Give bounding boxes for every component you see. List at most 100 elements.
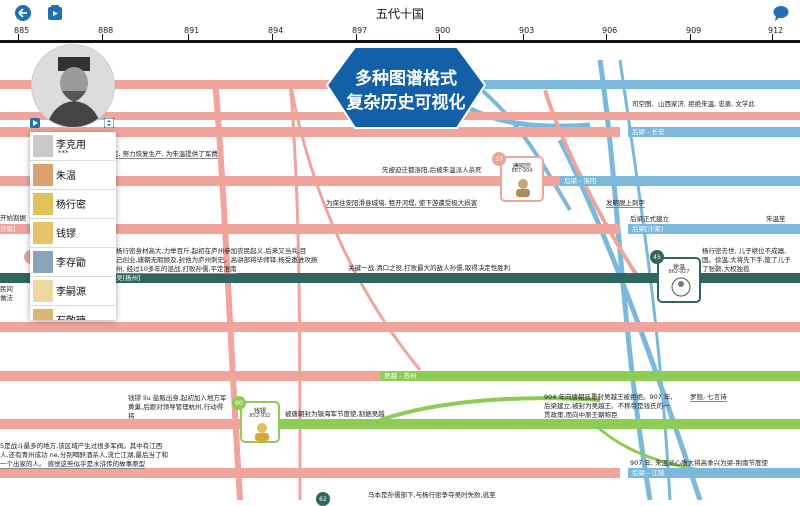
promo-line-2: 复杂历史可视化 bbox=[346, 93, 466, 113]
event-text[interactable]: 被唐朝封为镇海军节度使,割据吴越 bbox=[285, 410, 385, 418]
band-later-liang-luoyang[interactable]: 后梁 - 洛阳 bbox=[560, 176, 800, 186]
year-label: 897 bbox=[352, 26, 368, 35]
event-count-badge[interactable]: 60 bbox=[232, 396, 246, 410]
event-text[interactable]: 907 年, 朱温派心腹大将高季兴为梁-荆南节度使 bbox=[630, 459, 768, 467]
band-row-8[interactable] bbox=[0, 371, 380, 381]
band-row-9[interactable] bbox=[0, 419, 240, 429]
selected-person-avatar[interactable] bbox=[31, 44, 115, 128]
year-ruler[interactable]: 885 888 891 894 897 900 903 906 909 912 bbox=[0, 26, 800, 44]
map-app-icon[interactable] bbox=[46, 4, 64, 22]
person-list-item[interactable]: 杨行密 bbox=[30, 190, 116, 219]
event-count-badge[interactable]: 37 bbox=[492, 152, 506, 166]
axis-tick bbox=[18, 34, 19, 42]
person-thumbnail bbox=[33, 222, 53, 244]
person-thumbnail bbox=[33, 251, 53, 273]
event-text[interactable]: 为保住安阳滑县城墙, 租开河堤, 使下游遭受极大损害 bbox=[326, 199, 478, 209]
band-later-liang-changan[interactable]: 后梁 - 长安 bbox=[628, 127, 800, 137]
event-text[interactable]: 关键一战,清口之役,打败最大的敌人孙儒,取得决定性胜利 bbox=[348, 264, 511, 272]
event-text[interactable]: 发明脱上刺字 bbox=[606, 199, 645, 209]
axis-tick bbox=[356, 34, 357, 42]
speech-bubble-icon[interactable] bbox=[772, 4, 790, 22]
person-list-item[interactable]: 李存勖 bbox=[30, 248, 116, 277]
band-row-7[interactable] bbox=[0, 322, 800, 332]
person-list-name: 杨行密 bbox=[56, 200, 86, 211]
back-arrow-icon[interactable] bbox=[14, 4, 32, 22]
event-text[interactable]: 己创业,唐朝无暇顾及,封他为庐州刺史。高骈部将毕师铎,杨受邀进攻扬 bbox=[116, 256, 318, 264]
person-card-tang-zhaozong[interactable]: 唐昭宗 867-904 bbox=[500, 156, 544, 202]
event-text[interactable]: 贯政策,而向中原王朝称臣 bbox=[544, 411, 618, 419]
person-list-item[interactable]: 朱温 bbox=[30, 161, 116, 190]
band-label: 汴梁] bbox=[0, 225, 16, 233]
person-list-item[interactable]: 李克用 *** bbox=[30, 132, 116, 161]
band-label: 吴越 - 苏州 bbox=[384, 372, 417, 380]
band-wu-yue-suzhou[interactable]: 吴越 - 苏州 bbox=[380, 371, 800, 381]
event-text[interactable]: 马本是孙儒部下,与杨行密争夺吴时失败,逃至 bbox=[368, 491, 496, 499]
band-row-4[interactable] bbox=[0, 176, 560, 186]
event-text[interactable]: 司空图、山西家济, 拒绝朱温, 忠勇, 文学此 bbox=[632, 100, 755, 108]
year-label: 891 bbox=[184, 26, 200, 35]
band-later-liang-jiangling[interactable]: 后梁 - 江陵 bbox=[628, 468, 800, 478]
event-text[interactable]: 5是战斗最多的地方,该区域产生过很多军阀。其中有江西 bbox=[0, 442, 163, 450]
event-text[interactable]: 钱镠 liu 盐贩出身,起初加入地方军 bbox=[128, 394, 227, 402]
sort-icon[interactable] bbox=[104, 118, 114, 128]
band-wu-yue-2[interactable] bbox=[240, 419, 800, 429]
top-bar: 五代十国 bbox=[0, 0, 800, 26]
person-years: 852-932 bbox=[249, 413, 271, 419]
event-text[interactable]: 杨行密身材高大,力举百斤,起初在庐州参加农民起义,后来又当兵,目 bbox=[116, 247, 307, 255]
band-label: 后梁 - 长安 bbox=[632, 128, 665, 136]
band-tang[interactable] bbox=[0, 80, 420, 89]
year-label: 906 bbox=[602, 26, 618, 35]
person-thumbnail bbox=[33, 193, 53, 215]
axis-tick bbox=[606, 34, 607, 42]
person-years: 867-904 bbox=[511, 168, 533, 174]
band-row-3[interactable] bbox=[0, 127, 620, 137]
event-text[interactable]: 后梁建立,被封为吴越王。不称帝是钱氏的一 bbox=[544, 402, 670, 410]
person-list-name: 李存勖 bbox=[56, 258, 86, 269]
event-text[interactable]: 了张颢,大权独揽 bbox=[702, 265, 750, 273]
band-label: 吴[扬州] bbox=[116, 274, 141, 282]
year-label: 888 bbox=[98, 26, 114, 35]
event-text[interactable]: 开始割据 bbox=[0, 214, 26, 222]
person-card-xu-wen[interactable]: 徐温 862-927 bbox=[657, 257, 701, 303]
person-list-name: 李克用 bbox=[56, 140, 86, 151]
band-liang-top[interactable] bbox=[430, 80, 800, 89]
band-wu-yang[interactable]: 吴[扬州] bbox=[0, 273, 800, 283]
year-label: 903 bbox=[519, 26, 535, 35]
event-text[interactable]: 杨行密去世, 儿子继位不成器, bbox=[702, 247, 787, 255]
event-text[interactable]: 904 年向唐朝廷重封吴越王被拒绝。907 年, bbox=[544, 393, 673, 401]
event-count-badge[interactable]: 45 bbox=[650, 250, 664, 264]
person-list-item[interactable]: 李嗣源 bbox=[30, 277, 116, 306]
year-label: 909 bbox=[686, 26, 702, 35]
event-text[interactable]: 将 bbox=[128, 412, 135, 420]
event-text[interactable]: 一个出家的人。 感觉这些似乎是水浒传的故事原型 bbox=[0, 460, 146, 470]
event-text[interactable]: 黄巢,后跟对领导管理杭州,行动得 bbox=[128, 403, 224, 411]
band-row-10[interactable] bbox=[0, 468, 620, 478]
person-list-name: 朱温 bbox=[56, 171, 76, 182]
person-card-qian-liu[interactable]: 钱镠 852-932 bbox=[240, 401, 280, 443]
band-label: 后梁 - 洛阳 bbox=[564, 177, 597, 185]
portrait-icon bbox=[671, 277, 691, 297]
event-text[interactable]: 国。徐温,大将先下手,废了儿子 bbox=[702, 256, 791, 264]
band-row-5[interactable]: 汴梁] bbox=[0, 224, 620, 234]
event-text[interactable]: 做法 bbox=[0, 294, 13, 302]
event-count-badge[interactable]: 62 bbox=[316, 492, 330, 506]
portrait-icon bbox=[32, 45, 114, 127]
event-text[interactable]: 朱温笙 bbox=[766, 215, 786, 223]
person-list-item[interactable]: 石敬瑭 bbox=[30, 306, 116, 320]
axis-tick bbox=[439, 34, 440, 42]
person-list-panel[interactable]: 李克用 *** 朱温 杨行密 钱镠 李存勖 李嗣源 石敬瑭 bbox=[30, 132, 116, 320]
axis-tick bbox=[188, 34, 189, 42]
person-list-item[interactable]: 钱镠 bbox=[30, 219, 116, 248]
event-text[interactable]: 罗隐, 七言诗 bbox=[690, 393, 727, 403]
event-text[interactable]: 民, 努力恢复生产, 为朱温提供了军费 bbox=[112, 150, 218, 160]
play-icon[interactable] bbox=[30, 118, 40, 128]
event-text[interactable]: 民间 bbox=[0, 285, 13, 293]
band-later-liang-kaifeng[interactable]: 后梁[汴梁] bbox=[628, 224, 800, 234]
event-text[interactable]: 人,还有青州成功 ne,分别喝醉酒杀人,流亡江湖,最后当了和 bbox=[0, 451, 168, 459]
event-text[interactable]: 州, 经过10多年的混战,打败孙儒,平定淮南 bbox=[116, 265, 237, 275]
event-text[interactable]: 后梁正式建立 bbox=[630, 215, 669, 223]
person-list-subtitle: *** bbox=[58, 149, 69, 157]
event-text[interactable]: 先被迫迁都洛阳,后被朱温派人杀死 bbox=[382, 166, 482, 174]
person-thumbnail bbox=[33, 135, 53, 157]
portrait-icon bbox=[255, 423, 269, 441]
